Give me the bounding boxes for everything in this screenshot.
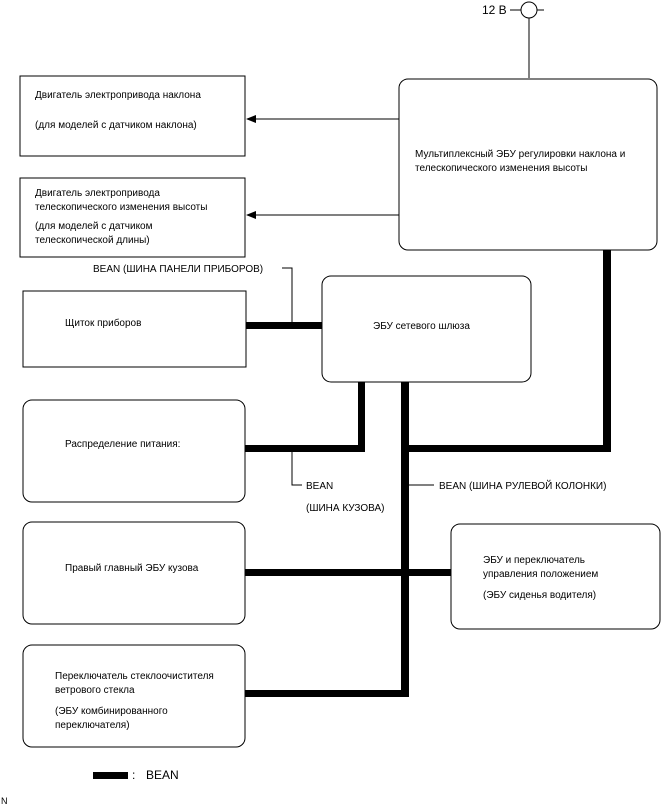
telescopic-motor-box: [19, 177, 246, 258]
tilt-motor-title: Двигатель электропривода наклона: [35, 90, 201, 101]
body-bus-horizontal: [245, 445, 365, 452]
wiper-switch-line-2: ветрового стекла: [55, 685, 135, 696]
body-bus-leader: [291, 452, 302, 486]
steering-column-bus-branch: [401, 445, 611, 452]
position-control-line-1: ЭБУ и переключатель: [483, 555, 585, 566]
steering-column-bus-label: BEAN (ШИНА РУЛЕВОЙ КОЛОНКИ): [439, 479, 606, 492]
legend-separator: :: [132, 768, 135, 782]
power-distribution-box: [22, 399, 246, 503]
position-control-line-2: управления положением: [483, 569, 598, 580]
body-bus-vertical: [358, 382, 365, 452]
multiplex-ecu-box: [398, 78, 658, 251]
position-control-note: (ЭБУ сиденья водителя): [483, 590, 596, 601]
legend-label: BEAN: [146, 768, 179, 782]
meter-title: Щиток приборов: [65, 317, 141, 329]
instrument-panel-bus: [246, 322, 322, 329]
body-bus-label-1: BEAN: [306, 481, 333, 492]
position-control-box: [450, 523, 661, 630]
corner-mark: N: [1, 796, 8, 806]
instrument-panel-bus-label: BEAN (ШИНА ПАНЕЛИ ПРИБОРОВ): [93, 264, 263, 275]
multiplex-ecu-bus-drop: [603, 250, 611, 452]
tilt-motor-box: [19, 75, 246, 157]
legend-bean-swatch: [93, 772, 128, 779]
instrument-panel-bus-leader: [282, 267, 293, 322]
power-distribution-title: Распределение питания:: [65, 439, 180, 450]
bean-bus-lines: [245, 250, 611, 697]
wiper-switch-note-2: переключателя): [55, 720, 130, 731]
gateway-ecu-title: ЭБУ сетевого шлюза: [373, 321, 470, 332]
telescopic-motor-title-2: телескопического изменения высоты: [35, 202, 207, 213]
steering-column-bus-trunk: [401, 382, 409, 697]
multiplex-ecu-line-1: Мультиплексный ЭБУ регулировки наклона и: [415, 149, 625, 160]
meter-box: [22, 290, 247, 368]
tilt-motor-note: (для моделей с датчиком наклона): [35, 120, 197, 131]
multiplex-ecu-line-2: телескопического изменения высоты: [415, 163, 587, 174]
wiper-switch-box: [22, 644, 246, 748]
main-body-ecu-title: Правый главный ЭБУ кузова: [65, 563, 199, 574]
telescopic-motor-note-1: (для моделей с датчиком: [35, 221, 153, 232]
telescopic-motor-title-1: Двигатель электропривода: [35, 188, 160, 199]
telescopic-motor-note-2: телескопической длины): [35, 235, 150, 246]
wiper-switch-bus: [245, 690, 409, 697]
power-terminal: [510, 1, 544, 78]
power-label: 12 В: [482, 3, 507, 17]
body-bus-label-2: (ШИНА КУЗОВА): [306, 503, 384, 514]
main-body-ecu-bus: [245, 569, 451, 576]
wiper-switch-note-1: (ЭБУ комбинированного: [55, 705, 168, 717]
wiper-switch-line-1: Переключатель стеклоочистителя: [55, 671, 214, 682]
